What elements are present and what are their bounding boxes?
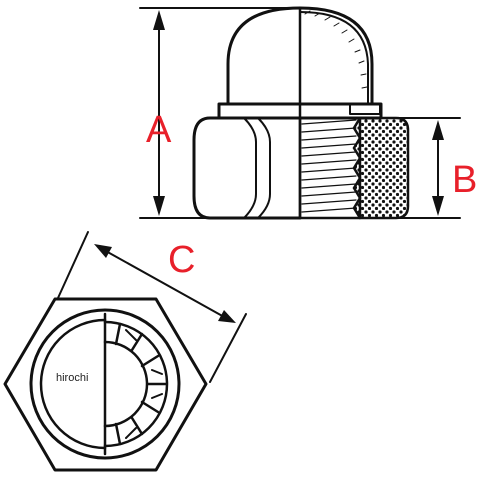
dome-right-wall-detail — [299, 11, 369, 105]
dome-hatch — [304, 10, 368, 89]
collar-step — [349, 103, 381, 115]
thread-lines — [301, 119, 357, 213]
inner-circle-left — [39, 318, 107, 450]
top-view — [3, 297, 208, 472]
outer-circle — [29, 308, 181, 460]
dimension-b-arrow — [432, 120, 444, 216]
right-ring-segments — [114, 322, 168, 446]
dimension-c-arrow — [57, 231, 247, 383]
right-ring-inner — [103, 340, 149, 428]
right-ring-notches — [125, 329, 163, 439]
hex-flat-right — [257, 117, 271, 219]
side-view — [139, 6, 461, 220]
dimension-c-label: C — [168, 239, 195, 281]
dotted-section — [352, 116, 410, 220]
hexagon-outline — [3, 297, 208, 472]
hex-body-outline — [192, 116, 302, 220]
dimension-a-arrow — [153, 10, 165, 216]
watermark-text: hirochi — [56, 372, 88, 384]
dimension-b-label: B — [452, 159, 477, 201]
hex-flat-left — [243, 117, 257, 219]
dimension-a-label: A — [146, 109, 172, 151]
